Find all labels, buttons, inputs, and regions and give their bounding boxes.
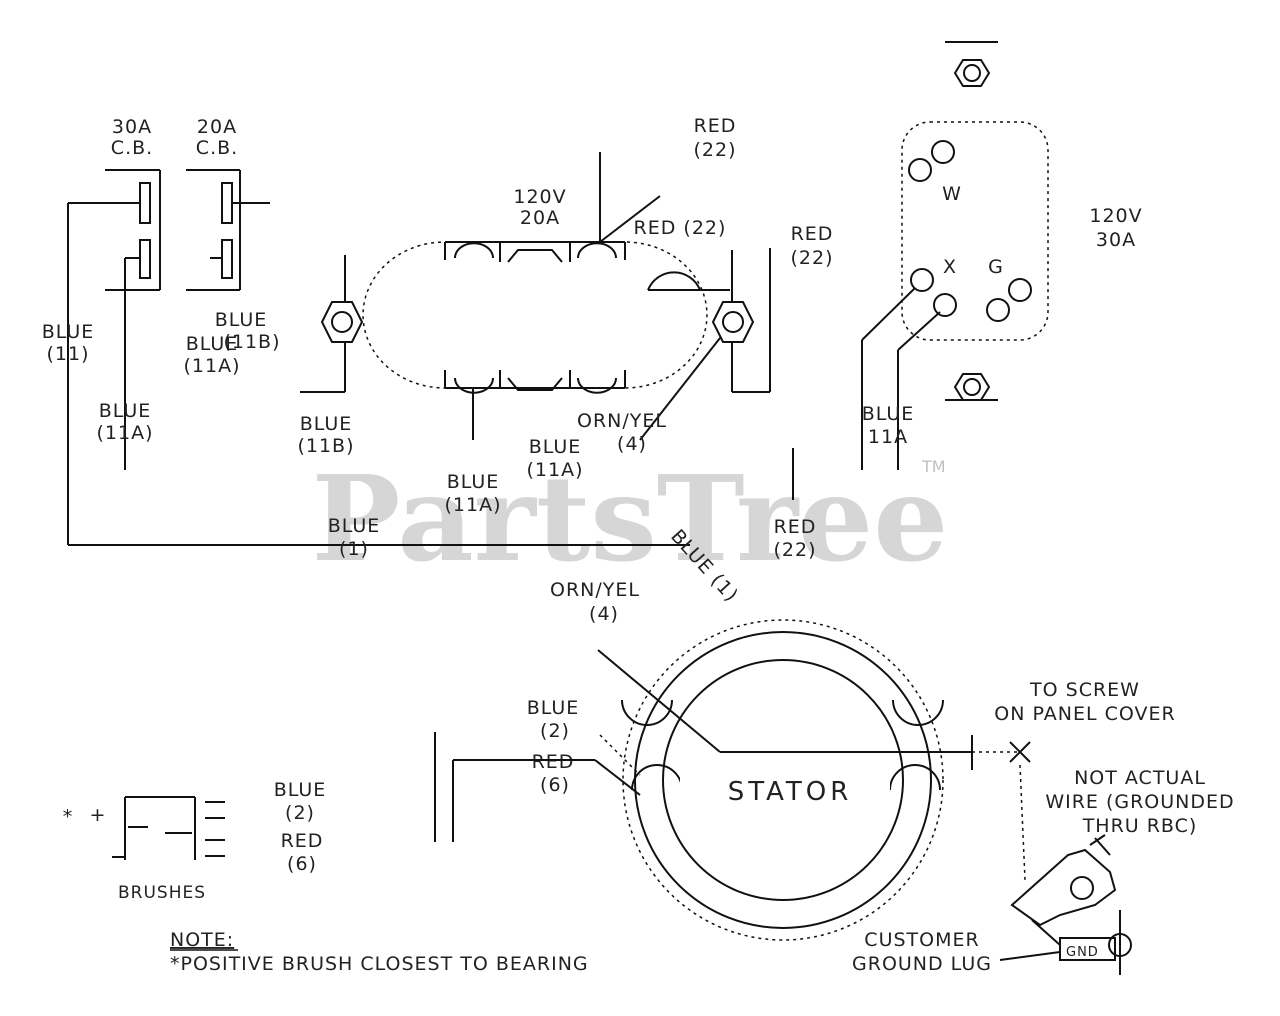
cb30-cb-label: C.B. bbox=[111, 137, 153, 159]
not-actual-line-2: WIRE (GROUNDED bbox=[1045, 791, 1234, 813]
customer-lug-line-2: GROUND LUG bbox=[852, 953, 992, 975]
label-blue-11a-center: BLUE bbox=[529, 436, 582, 458]
label-blue-bottom: BLUE bbox=[328, 515, 381, 537]
label-orn-yel-upper-num: (4) bbox=[617, 433, 647, 455]
ground-lug: GND bbox=[999, 834, 1132, 975]
not-actual-line-3: THRU RBC) bbox=[1082, 815, 1198, 837]
label-orn-yel-lower: ORN/YEL bbox=[550, 579, 640, 601]
brush-blue-label: BLUE bbox=[274, 779, 327, 801]
brushes: * + BRUSHES BLUE (2) RED (6) bbox=[63, 779, 327, 903]
brush-star: * bbox=[63, 806, 74, 828]
label-blue-11a-lower: BLUE bbox=[99, 400, 152, 422]
label-blue-11a-right: BLUE bbox=[862, 403, 915, 425]
not-actual-line-1: NOT ACTUAL bbox=[1074, 767, 1206, 789]
brush-red-label: RED bbox=[281, 830, 324, 852]
ground-annotations: TO SCREW ON PANEL COVER NOT ACTUAL WIRE … bbox=[852, 679, 1234, 975]
label-blue-11b-lower: BLUE bbox=[300, 413, 353, 435]
wires-left bbox=[67, 203, 690, 546]
outlet-30a-terminal-g: G bbox=[988, 256, 1004, 278]
cb30-amp-label: 30A bbox=[112, 116, 152, 138]
gnd-label: GND bbox=[1066, 945, 1099, 960]
outlet-30a-amps: 30A bbox=[1096, 229, 1136, 251]
label-blue-11a-bottom: BLUE bbox=[447, 471, 500, 493]
outlet-30a-terminal-x: X bbox=[943, 256, 957, 278]
label-red-22-stator-num: (22) bbox=[773, 539, 816, 561]
label-blue-2-stator-num: (2) bbox=[540, 720, 570, 742]
label-blue-11a-center-num: (11A) bbox=[527, 459, 584, 481]
to-screw-line-1: TO SCREW bbox=[1029, 679, 1140, 701]
circuit-breaker-30a: 30A C.B. bbox=[68, 116, 161, 291]
brush-plus: + bbox=[90, 804, 107, 826]
customer-lug-line-1: CUSTOMER bbox=[864, 929, 979, 951]
cb20-amp-label: 20A bbox=[197, 116, 237, 138]
note-text: *POSITIVE BRUSH CLOSEST TO BEARING bbox=[170, 953, 589, 975]
label-blue-bottom-num: (1) bbox=[339, 538, 369, 560]
outlet-20a: 120V 20A bbox=[300, 152, 771, 441]
to-screw-line-2: ON PANEL COVER bbox=[994, 703, 1175, 725]
cb20-cb-label: C.B. bbox=[196, 137, 238, 159]
outlet-30a-terminal-w: W bbox=[942, 183, 962, 205]
label-blue-11a-right-num: 11A bbox=[868, 426, 908, 448]
watermark-trademark: TM bbox=[921, 457, 946, 476]
outlet-20a-amps: 20A bbox=[520, 207, 560, 229]
brush-blue-num: (2) bbox=[285, 802, 315, 824]
label-orn-yel-lower-num: (4) bbox=[589, 603, 619, 625]
label-blue-11a-bottom-num: (11A) bbox=[445, 494, 502, 516]
label-blue-11b-lower-num: (11B) bbox=[297, 435, 354, 457]
brushes-label: BRUSHES bbox=[118, 883, 206, 903]
label-red-6-stator: RED bbox=[532, 751, 575, 773]
label-red-22-top-num: (22) bbox=[693, 139, 736, 161]
stator-label: STATOR bbox=[728, 777, 853, 807]
label-blue-11b-left-num: (11B) bbox=[223, 331, 280, 353]
label-blue-11b-left-top: BLUE bbox=[215, 309, 268, 331]
outlet-30a: W X G 120V 30A bbox=[792, 41, 1142, 500]
label-blue-11a-left: BLUE bbox=[186, 333, 239, 355]
label-red-22-right-num: (22) bbox=[790, 247, 833, 269]
label-blue-11: BLUE bbox=[42, 321, 95, 343]
stator: STATOR bbox=[434, 619, 1031, 941]
label-red-22-stator: RED bbox=[774, 516, 817, 538]
note-title: NOTE: bbox=[170, 929, 234, 951]
label-blue-11a-lower-num: (11A) bbox=[97, 422, 154, 444]
label-blue-2-stator: BLUE bbox=[527, 697, 580, 719]
outlet-20a-voltage: 120V bbox=[513, 186, 566, 208]
label-red-22-mid: RED (22) bbox=[634, 217, 727, 239]
watermark: PartsTree TM bbox=[312, 449, 949, 588]
label-red-6-stator-num: (6) bbox=[540, 774, 570, 796]
label-blue-11a-left-num: (11A) bbox=[184, 355, 241, 377]
label-red-22-right: RED bbox=[791, 223, 834, 245]
label-red-22-top: RED bbox=[694, 115, 737, 137]
watermark-brand: PartsTree bbox=[312, 449, 949, 588]
label-blue-11-num: (11) bbox=[46, 343, 89, 365]
label-orn-yel-upper: ORN/YEL bbox=[577, 410, 667, 432]
circuit-breaker-20a: 20A C.B. bbox=[186, 116, 270, 291]
note: NOTE: *POSITIVE BRUSH CLOSEST TO BEARING bbox=[170, 929, 589, 975]
brush-red-num: (6) bbox=[287, 853, 317, 875]
outlet-30a-voltage: 120V bbox=[1089, 205, 1142, 227]
